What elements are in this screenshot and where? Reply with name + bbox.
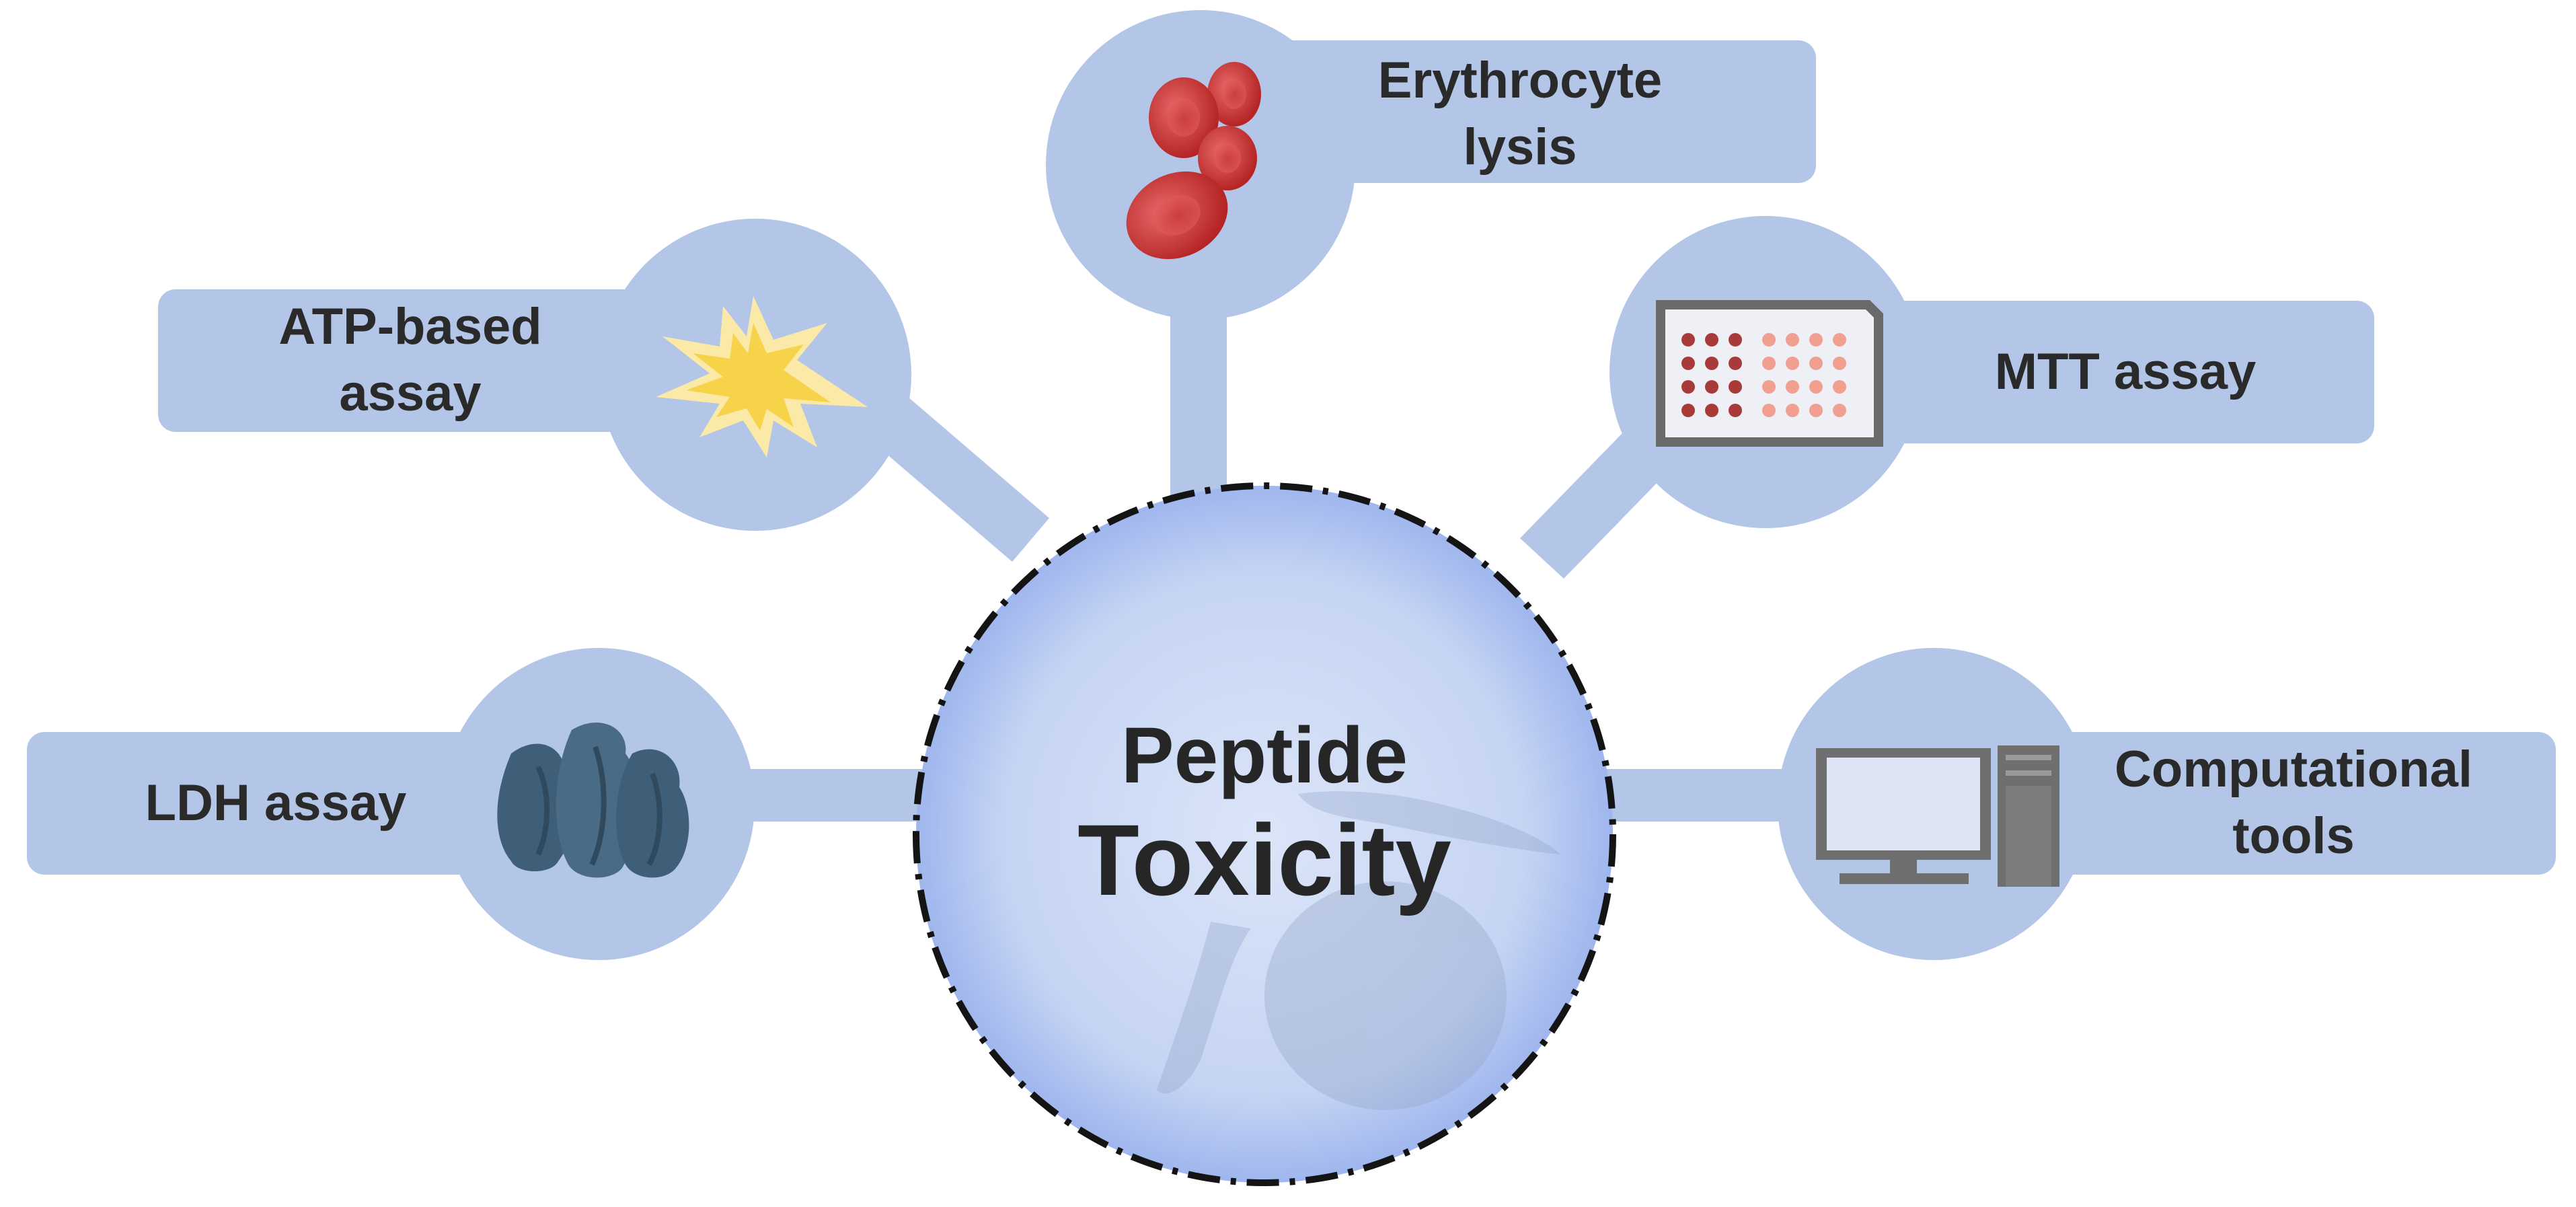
hub-title: Peptide Toxicity [995,686,1533,942]
node-ldh-bar [27,732,565,875]
label-atp: ATP-based assay [222,293,599,428]
label-erythrocyte: Erythrocyte lysis [1318,47,1722,182]
node-atp [158,219,911,531]
hub-title-line2: Toxicity [1077,803,1451,916]
node-erythrocyte [1046,10,1816,320]
connector-computational [1587,769,1789,821]
node-computational [1778,648,2556,960]
desktop-computer-icon [1816,745,2059,887]
node-computational-bar [2004,732,2556,875]
label-computational-line1: Computational [2115,741,2472,799]
hub-watermark [1157,791,1560,1110]
node-ldh [27,648,755,960]
label-atp-line2: assay [339,365,482,422]
label-computational: Computational tools [2085,736,2502,871]
luminescence-burst-icon [656,296,868,458]
node-mtt [1609,216,2374,528]
label-mtt: MTT assay [1924,305,2327,439]
node-erythrocyte-bar [1251,40,1816,183]
label-computational-line2: tools [2232,807,2355,865]
label-erythrocyte-line1: Erythrocyte [1377,52,1663,110]
label-erythrocyte-line2: lysis [1463,118,1577,176]
red-blood-cells-icon [1126,62,1261,260]
hub-title-line1: Peptide [1121,710,1408,800]
connector-atp [871,397,1049,562]
node-atp-bar [158,289,723,432]
label-atp-line1: ATP-based [278,298,542,356]
label-ldh-line1: LDH assay [145,774,407,832]
label-ldh: LDH assay [74,736,478,871]
connector-ldh [740,769,942,821]
connector-erythrocyte [1170,296,1227,498]
enzyme-protein-icon [497,722,689,878]
hub-circle [913,482,1616,1186]
label-mtt-line1: MTT assay [1994,342,2257,400]
well-plate-icon [1656,300,1883,447]
hub [913,482,1616,1186]
